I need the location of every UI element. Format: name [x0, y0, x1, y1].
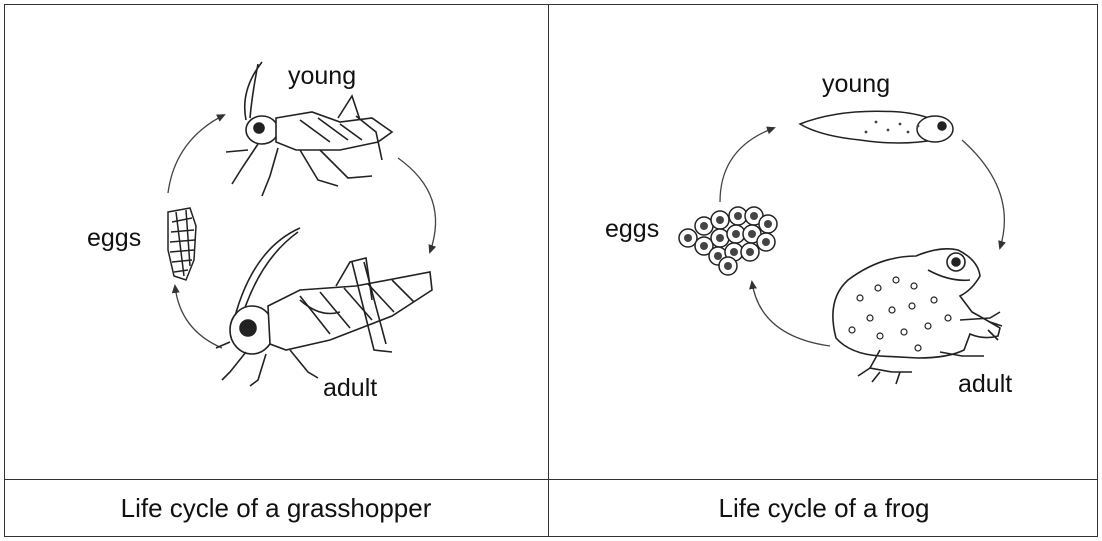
cycle-arrow-eggs-to-young — [720, 128, 774, 202]
cycle-arrow-young-to-adult — [398, 158, 436, 252]
young-label: young — [288, 62, 356, 90]
cycle-arrow-adult-to-eggs — [752, 282, 830, 346]
grasshopper-caption: Life cycle of a grasshopper — [4, 493, 548, 524]
cycle-arrow-adult-to-eggs — [175, 286, 222, 348]
grasshopper-panel: young eggs adult — [87, 62, 436, 402]
cycle-arrow-eggs-to-young — [168, 115, 224, 193]
grasshopper-egg-pod-illustration — [168, 208, 196, 280]
grasshopper-adult-illustration — [216, 228, 432, 386]
frog-caption: Life cycle of a frog — [550, 493, 1098, 524]
cycle-arrow-young-to-adult — [962, 140, 1004, 248]
frog-egg-cluster-illustration — [679, 207, 777, 275]
adult-label: adult — [323, 374, 377, 402]
frog-adult-illustration — [833, 249, 1002, 384]
frog-panel: young eggs adult — [605, 70, 1012, 398]
adult-label: adult — [958, 370, 1012, 398]
eggs-label: eggs — [87, 224, 141, 252]
eggs-label: eggs — [605, 215, 659, 243]
tadpole-illustration — [800, 111, 953, 143]
young-label: young — [822, 70, 890, 98]
